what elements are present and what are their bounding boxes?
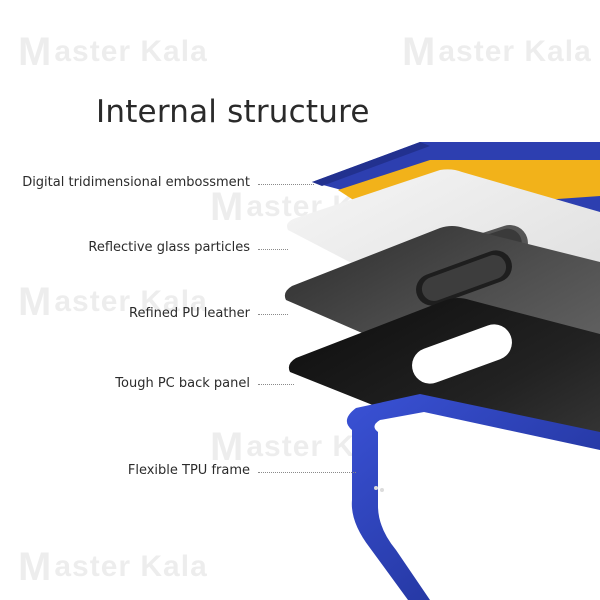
leader-line xyxy=(258,384,294,385)
watermark-logo: Master Kala xyxy=(18,545,208,589)
label-pu-leather: Refined PU leather xyxy=(129,306,250,321)
label-tpu-frame: Flexible TPU frame xyxy=(127,463,250,478)
tpu-frame-layer xyxy=(346,394,600,600)
label-embossment: Digital tridimensional embossment xyxy=(22,175,250,190)
watermark-logo: Master Kala xyxy=(18,30,208,74)
label-glass-particles: Reflective glass particles xyxy=(88,240,250,255)
leader-line xyxy=(258,472,356,473)
watermark-logo: Master Kala xyxy=(402,30,592,74)
leader-line xyxy=(258,314,288,315)
label-pc-panel: Tough PC back panel xyxy=(115,376,250,391)
page-title: Internal structure xyxy=(96,94,370,130)
watermark-logo: Master Kala xyxy=(18,280,208,324)
leader-line xyxy=(258,184,314,185)
leader-line xyxy=(258,249,288,250)
